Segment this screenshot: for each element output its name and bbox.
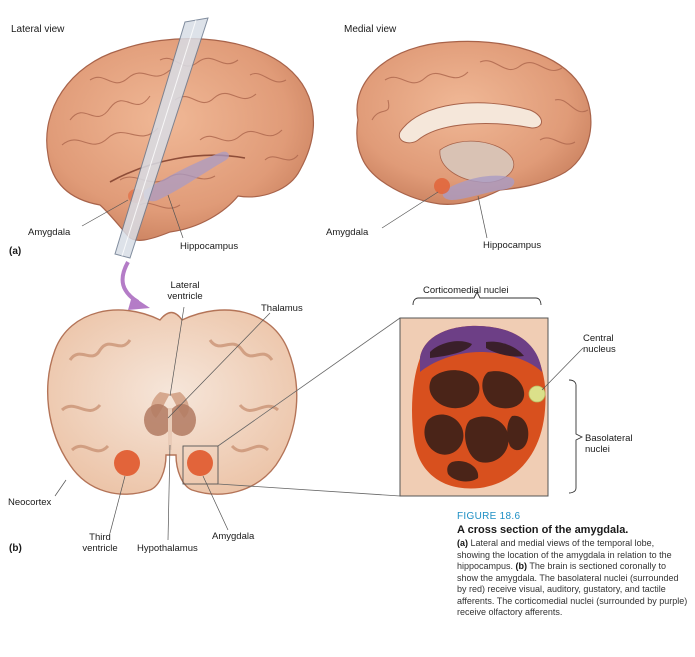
label-third-ventricle: Third ventricle: [78, 532, 122, 554]
figure-title: A cross section of the amygdala.: [457, 524, 629, 536]
label-neocortex: Neocortex: [8, 497, 52, 508]
label-lateral-ventricle-line2: ventricle: [167, 291, 203, 302]
label-amygdala-lateral: Amygdala: [28, 227, 71, 238]
zoom-lines: [217, 317, 401, 497]
label-basolateral-line2: nuclei: [585, 444, 610, 455]
caption-part-b-text: The brain is sectioned coronally to show…: [457, 561, 688, 617]
label-lateral-ventricle-line1: Lateral: [170, 280, 200, 291]
part-a-label: (a): [9, 246, 22, 257]
medial-view-title: Medial view: [344, 24, 397, 35]
basolateral-bracket: [568, 379, 584, 494]
section-plane: [114, 17, 209, 259]
corticomedial-bracket: [412, 290, 542, 306]
part-b-label: (b): [9, 543, 22, 554]
caption-part-a-text: Lateral and medial views of the temporal…: [457, 538, 672, 571]
label-central-nucleus-line1: Central: [583, 333, 614, 344]
figure-number: FIGURE 18.6: [457, 511, 521, 522]
caption-part-a-marker: (a): [457, 538, 468, 548]
label-lateral-ventricle: Lateral ventricle: [160, 280, 210, 302]
label-central-nucleus: Central nucleus: [583, 333, 616, 355]
label-basolateral-nuclei: Basolateral nuclei: [585, 433, 633, 455]
figure-caption: FIGURE 18.6 A cross section of the amygd…: [457, 511, 689, 619]
lateral-brain: [46, 38, 314, 241]
figure-body: (a) Lateral and medial views of the temp…: [457, 538, 689, 619]
label-corticomedial-nuclei: Corticomedial nuclei: [423, 285, 509, 296]
label-amygdala-section: Amygdala: [212, 531, 255, 542]
label-third-ventricle-line2: ventricle: [82, 543, 118, 554]
label-hippocampus-lateral: Hippocampus: [180, 241, 239, 252]
label-hypothalamus: Hypothalamus: [137, 543, 198, 554]
amygdala-zoom: [399, 317, 549, 497]
section-arrow: [120, 261, 150, 310]
label-basolateral-line1: Basolateral: [585, 433, 633, 444]
medial-brain: [356, 40, 592, 205]
label-thalamus: Thalamus: [261, 303, 303, 314]
label-amygdala-medial: Amygdala: [326, 227, 369, 238]
coronal-section: [47, 309, 298, 495]
label-third-ventricle-line1: Third: [89, 532, 111, 543]
label-hippocampus-medial: Hippocampus: [483, 240, 542, 251]
caption-part-b-marker: (b): [515, 561, 528, 571]
lateral-view-title: Lateral view: [11, 24, 65, 35]
leader-lines: [54, 191, 584, 541]
label-central-nucleus-line2: nucleus: [583, 344, 616, 355]
